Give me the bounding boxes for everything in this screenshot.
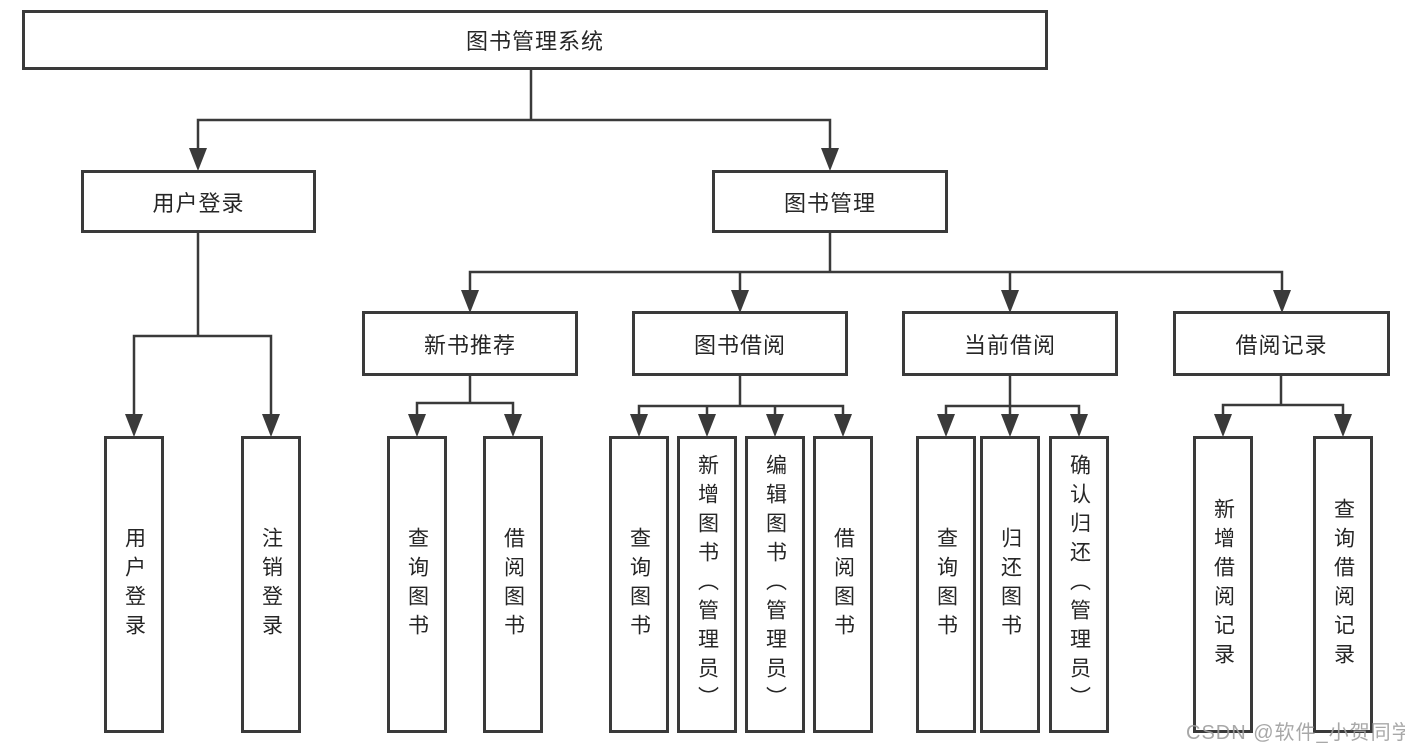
- node-label: 新增图书（管理员）: [695, 454, 719, 715]
- node-label: 当前借阅: [963, 332, 1056, 358]
- node-label: 注销登录: [259, 526, 283, 643]
- node-label: 查询图书: [934, 526, 958, 643]
- leaf-query-books-borrow: 查询图书: [609, 436, 669, 733]
- node-book-management: 图书管理: [712, 170, 948, 233]
- arrowheads: [125, 148, 1352, 437]
- arrowhead-icon: [1070, 414, 1088, 437]
- node-label: 确认归还（管理员）: [1067, 454, 1091, 715]
- arrowhead-icon: [461, 290, 479, 313]
- connector-login-to-leaves: [132, 231, 273, 415]
- connector-records-to-leaves: [1221, 374, 1345, 415]
- leaf-borrow-books: 借阅图书: [813, 436, 873, 733]
- node-label: 图书管理: [783, 190, 876, 216]
- node-user-login-branch: 用户登录: [81, 170, 316, 233]
- node-label: 查询图书: [405, 526, 429, 643]
- node-borrow-records: 借阅记录: [1173, 311, 1390, 376]
- node-label: 借阅记录: [1235, 332, 1328, 358]
- csdn-watermark: CSDN @软件_小贺同学: [1186, 722, 1405, 744]
- leaf-borrow-books-recommend: 借阅图书: [483, 436, 543, 733]
- node-current-borrow: 当前借阅: [902, 311, 1118, 376]
- leaf-add-borrow-record: 新增借阅记录: [1193, 436, 1253, 733]
- leaf-query-books-recommend: 查询图书: [387, 436, 447, 733]
- node-label: 新增借阅记录: [1211, 497, 1235, 672]
- arrowhead-icon: [1334, 414, 1352, 437]
- leaf-logout: 注销登录: [241, 436, 301, 733]
- leaf-confirm-return-admin: 确认归还（管理员）: [1049, 436, 1109, 733]
- arrowhead-icon: [262, 414, 280, 437]
- arrowhead-icon: [1273, 290, 1291, 313]
- node-new-book-recommend: 新书推荐: [362, 311, 578, 376]
- arrowhead-icon: [1001, 290, 1019, 313]
- node-label: 图书借阅: [693, 332, 786, 358]
- leaf-query-books-current: 查询图书: [916, 436, 976, 733]
- connector-management-to-level3: [468, 231, 1284, 291]
- connector-recommend-to-leaves: [415, 374, 515, 415]
- node-label: 查询图书: [627, 526, 651, 643]
- node-label: 编辑图书（管理员）: [763, 454, 787, 715]
- node-label: 归还图书: [998, 526, 1022, 643]
- node-label: 借阅图书: [501, 526, 525, 643]
- node-label: 用户登录: [122, 526, 146, 643]
- arrowhead-icon: [1214, 414, 1232, 437]
- connector-current-to-leaves: [944, 374, 1081, 415]
- node-label: 查询借阅记录: [1331, 497, 1355, 672]
- leaf-query-borrow-record: 查询借阅记录: [1313, 436, 1373, 733]
- node-label: 借阅图书: [831, 526, 855, 643]
- leaf-edit-books-admin: 编辑图书（管理员）: [745, 436, 805, 733]
- arrowhead-icon: [821, 148, 839, 171]
- arrowhead-icon: [189, 148, 207, 171]
- connector-borrow-to-leaves: [637, 374, 845, 415]
- arrowhead-icon: [504, 414, 522, 437]
- node-book-borrow: 图书借阅: [632, 311, 848, 376]
- arrowhead-icon: [630, 414, 648, 437]
- leaf-user-login: 用户登录: [104, 436, 164, 733]
- arrowhead-icon: [125, 414, 143, 437]
- node-label: 图书管理系统: [465, 29, 604, 54]
- arrowhead-icon: [766, 414, 784, 437]
- leaf-return-books: 归还图书: [980, 436, 1040, 733]
- arrowhead-icon: [1001, 414, 1019, 437]
- node-label: 新书推荐: [423, 332, 516, 358]
- arrowhead-icon: [834, 414, 852, 437]
- arrowhead-icon: [937, 414, 955, 437]
- arrowhead-icon: [408, 414, 426, 437]
- node-root-system: 图书管理系统: [22, 10, 1048, 70]
- arrowhead-icon: [698, 414, 716, 437]
- leaf-add-books-admin: 新增图书（管理员）: [677, 436, 737, 733]
- connector-root-to-level2: [196, 118, 832, 149]
- node-label: 用户登录: [152, 190, 245, 216]
- arrowhead-icon: [731, 290, 749, 313]
